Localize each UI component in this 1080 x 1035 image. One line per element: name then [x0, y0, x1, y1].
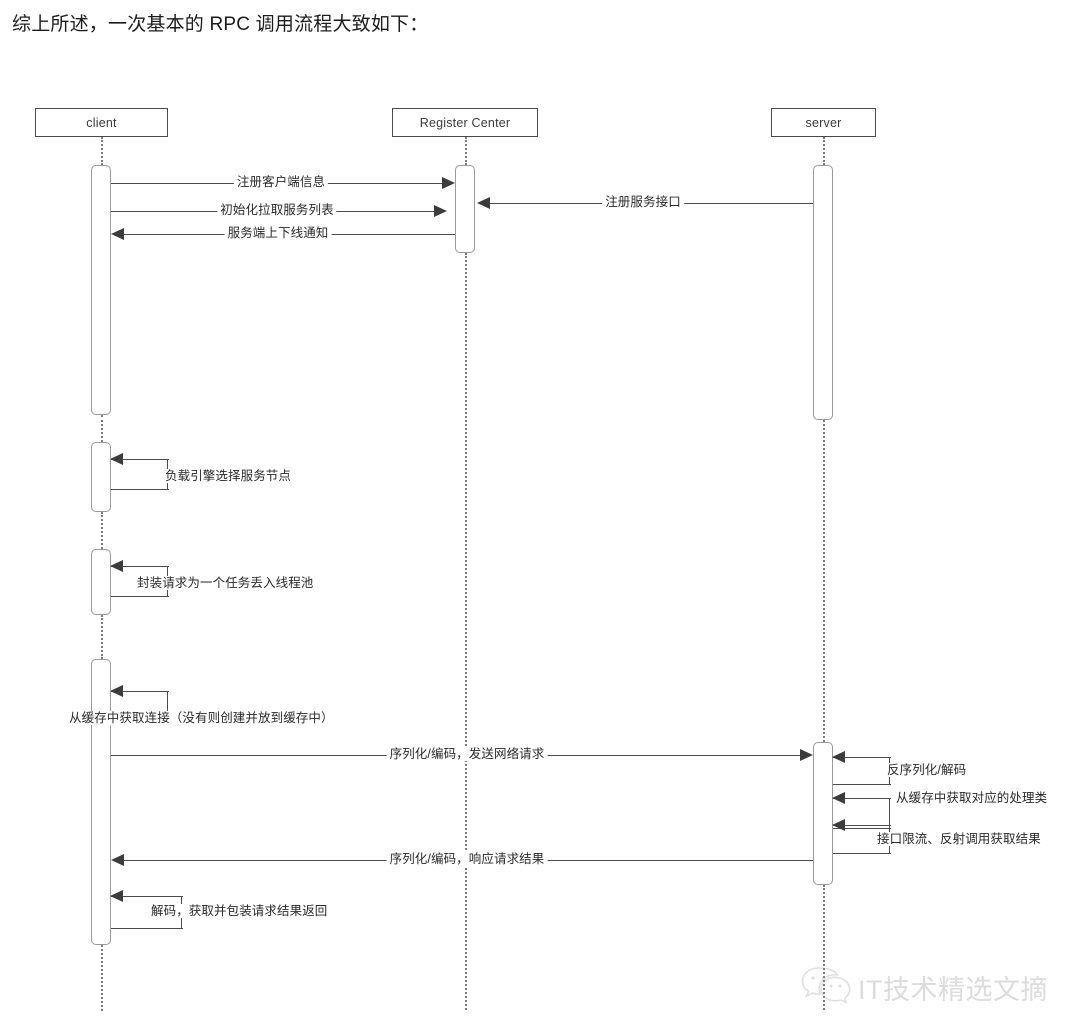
activation-server-2: [813, 742, 833, 885]
message-label-4: 服务端上下线通知: [224, 226, 332, 240]
lifeline-server-seg3: [823, 885, 825, 1010]
lifeline-client-seg3: [101, 512, 103, 549]
participant-label-client: client: [86, 115, 117, 130]
lifeline-server-seg2: [823, 420, 825, 742]
lifeline-client-seg1: [101, 137, 103, 165]
message-label-2: 注册服务接口: [602, 195, 684, 209]
activation-client-1: [91, 165, 111, 415]
message-label-3: 初始化拉取服务列表: [217, 203, 337, 217]
message-arrow-12: [111, 853, 124, 866]
message-label-13: 解码，获取并包装请求结果返回: [148, 904, 331, 918]
activation-client-2: [91, 442, 111, 512]
participant-label-server: server: [805, 115, 842, 130]
message-label-10: 从缓存中获取对应的处理类: [893, 791, 1051, 805]
activation-client-3: [91, 549, 111, 615]
participant-label-register-center: Register Center: [419, 115, 511, 130]
activation-register-center-1: [455, 165, 475, 253]
lifeline-register-center-seg1: [465, 137, 467, 165]
message-label-11: 接口限流、反射调用获取结果: [874, 832, 1044, 846]
activation-server-1: [813, 165, 833, 420]
message-label-6: 封装请求为一个任务丢入线程池: [134, 576, 317, 590]
participant-box-register-center: Register Center: [392, 108, 538, 137]
message-arrow-3: [434, 204, 447, 217]
message-label-12: 序列化/编码，响应请求结果: [386, 852, 548, 866]
message-label-7: 从缓存中获取连接（没有则创建并放到缓存中）: [66, 711, 337, 725]
self-call-10: [832, 791, 891, 829]
participant-box-client: client: [35, 108, 168, 137]
message-arrow-4: [111, 227, 124, 240]
message-arrow-2: [477, 196, 490, 209]
lifeline-register-center-seg2: [465, 253, 467, 1010]
intro-paragraph: 综上所述，一次基本的 RPC 调用流程大致如下：: [12, 14, 429, 35]
message-label-8: 序列化/编码，发送网络请求: [386, 747, 548, 761]
message-arrow-8: [800, 748, 813, 761]
participant-box-server: server: [771, 108, 876, 137]
lifeline-client-seg5: [101, 945, 103, 1011]
lifeline-client-seg2: [101, 415, 103, 442]
activation-client-4: [91, 659, 111, 945]
message-label-5: 负载引擎选择服务节点: [162, 469, 295, 483]
self-call-5: [110, 452, 169, 490]
self-call-9: [832, 750, 891, 785]
message-label-1: 注册客户端信息: [233, 175, 329, 189]
message-arrow-1: [442, 176, 455, 189]
message-label-9: 反序列化/解码: [884, 763, 970, 777]
lifeline-server-seg1: [823, 137, 825, 165]
lifeline-client-seg4: [101, 615, 103, 659]
